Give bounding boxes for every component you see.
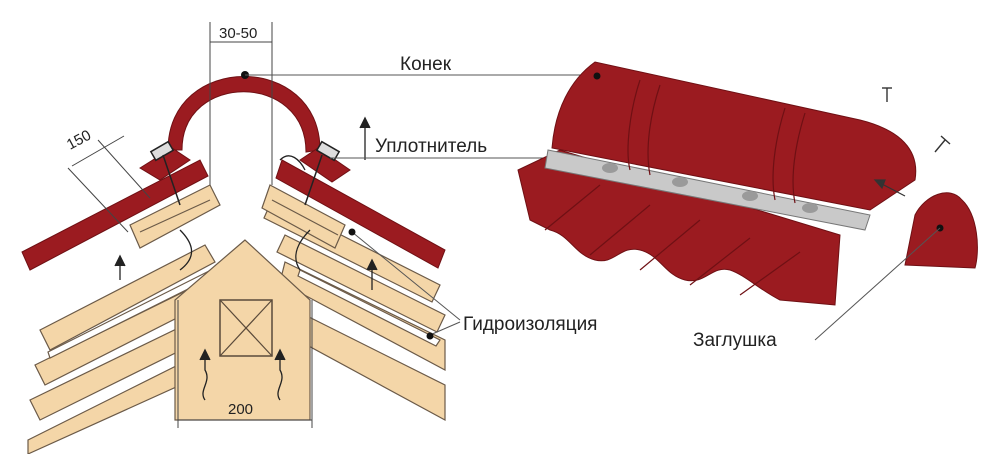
dimension-lines [67, 22, 313, 428]
waterproofing-point-1 [348, 228, 356, 236]
ridge-cap [551, 61, 917, 211]
dim-ridge-gap: 30-50 [219, 25, 257, 42]
ridge-cap-point [593, 72, 601, 80]
vent-arrows [114, 116, 378, 401]
corrugated-sheet [517, 149, 841, 306]
ridge-beam [174, 239, 311, 421]
ridge-arc [167, 76, 321, 153]
label-ridge: Конек [400, 54, 452, 75]
dim-base-width: 200 [228, 401, 253, 418]
dim-overlap: 150 [64, 127, 94, 154]
leader-lines [245, 74, 595, 336]
assembly-arrow [873, 179, 906, 197]
perspective-view [517, 61, 978, 341]
battens [129, 184, 346, 249]
metal-sheets [21, 159, 446, 271]
screws [149, 140, 341, 206]
label-sealant: Уплотнитель [375, 136, 487, 157]
waterproofing-point-2 [426, 332, 434, 340]
label-end-cap: Заглушка [693, 330, 777, 351]
right-boards [263, 199, 446, 422]
nails [882, 87, 951, 153]
sealant-strip [544, 149, 871, 231]
cross-section: 30-50 150 200 [21, 22, 595, 454]
label-waterproofing: Гидроизоляция [463, 314, 597, 335]
